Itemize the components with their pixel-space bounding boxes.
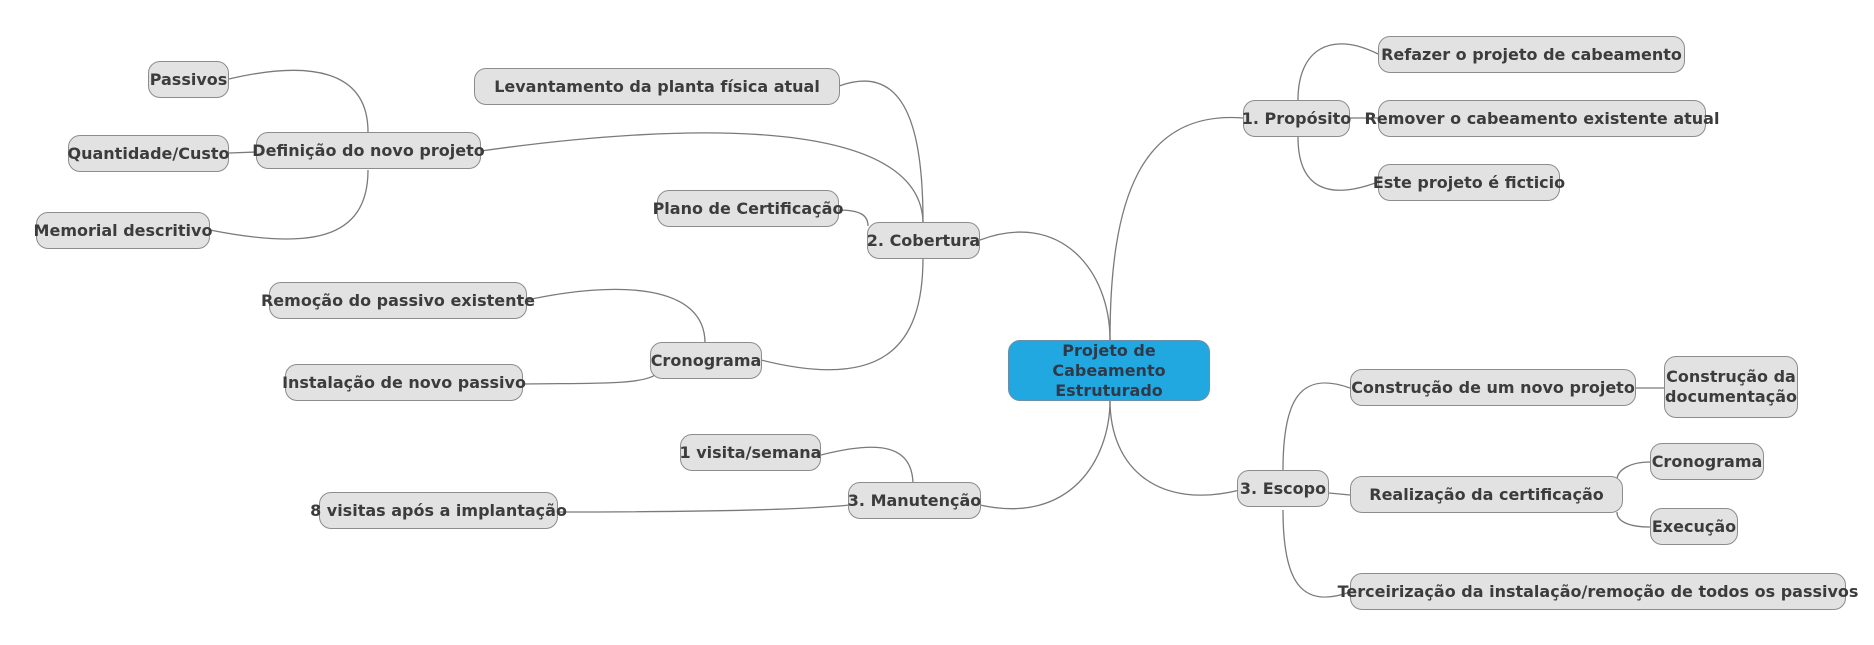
link-root-escopo	[1109, 399, 1241, 496]
node-terceirizacao[interactable]: Terceirização da instalação/remoção de t…	[1338, 573, 1858, 610]
branch-cobertura[interactable]: 2. Cobertura	[867, 222, 980, 259]
node-construcao-documentacao[interactable]: Construção da documentação	[1664, 356, 1798, 418]
link-root-cobertura	[979, 231, 1111, 341]
branch-proposito[interactable]: 1. Propósito	[1242, 100, 1351, 137]
link-definicao-memorial	[209, 169, 369, 240]
node-passivos[interactable]: Passivos	[148, 61, 229, 98]
node-memorial-descritivo[interactable]: Memorial descritivo	[34, 212, 212, 249]
link-cobertura-plano	[837, 209, 869, 227]
node-quantidade-custo[interactable]: Quantidade/Custo	[68, 135, 230, 172]
link-escopo-construcao	[1282, 382, 1351, 471]
link-cobertura-cronograma	[760, 257, 924, 371]
node-plano-certificacao[interactable]: Plano de Certificação	[653, 190, 843, 227]
link-cobertura-levantamento	[838, 80, 924, 223]
node-refazer-projeto[interactable]: Refazer o projeto de cabeamento	[1378, 36, 1685, 73]
link-manutencao-8visitas	[556, 504, 851, 513]
node-8-visitas[interactable]: 8 visitas após a implantação	[310, 492, 567, 529]
link-root-proposito	[1109, 116, 1244, 341]
link-definicao-passivos	[228, 69, 369, 133]
link-realizacao-cronograma	[1616, 461, 1651, 481]
branch-escopo[interactable]: 3. Escopo	[1237, 470, 1329, 507]
node-instalacao-passivo[interactable]: Instalação de novo passivo	[282, 364, 526, 401]
node-remover-cabeamento[interactable]: Remover o cabeamento existente atual	[1365, 100, 1719, 137]
node-execucao[interactable]: Execução	[1650, 508, 1738, 545]
node-realizacao-certificacao[interactable]: Realização da certificação	[1350, 476, 1623, 513]
node-construcao-novo-projeto[interactable]: Construção de um novo projeto	[1350, 369, 1636, 406]
node-projeto-ficticio[interactable]: Este projeto é ficticio	[1373, 164, 1565, 201]
node-levantamento-planta[interactable]: Levantamento da planta física atual	[474, 68, 840, 105]
branch-manutencao[interactable]: 3. Manutenção	[848, 482, 981, 519]
link-realizacao-execucao	[1616, 511, 1651, 528]
root-node[interactable]: Projeto de Cabeamento Estruturado	[1008, 340, 1210, 401]
link-cronograma-instalacao	[522, 374, 656, 385]
link-escopo-terceirizacao	[1282, 509, 1351, 598]
link-cronograma-remocao	[526, 288, 706, 344]
link-manutencao-visita	[820, 446, 914, 486]
link-proposito-ficticio	[1297, 136, 1379, 191]
node-visita-semana[interactable]: 1 visita/semana	[680, 434, 821, 471]
node-cobertura-cronograma[interactable]: Cronograma	[650, 342, 762, 379]
node-remocao-passivo[interactable]: Remoção do passivo existente	[261, 282, 535, 319]
link-root-manutencao	[979, 399, 1111, 510]
link-escopo-realizacao	[1328, 492, 1351, 496]
node-escopo-cronograma[interactable]: Cronograma	[1650, 443, 1764, 480]
link-definicao-quantidade	[228, 151, 258, 154]
node-definicao-novo-projeto[interactable]: Definição do novo projeto	[252, 132, 485, 169]
link-proposito-refazer	[1297, 43, 1379, 101]
link-cobertura-definicao	[480, 132, 924, 223]
